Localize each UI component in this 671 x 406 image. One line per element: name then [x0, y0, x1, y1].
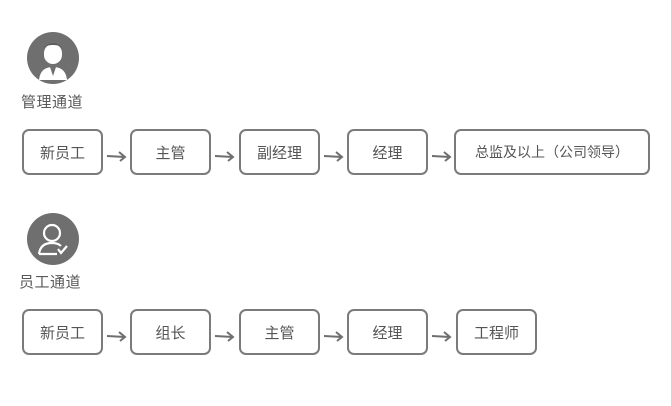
step-supervisor: 主管 — [130, 129, 211, 175]
step-engineer: 工程师 — [456, 309, 537, 355]
step-team-leader: 组长 — [130, 309, 211, 355]
arrow-right-icon — [323, 151, 344, 162]
step-new-employee: 新员工 — [22, 129, 103, 175]
arrow-right-icon — [214, 331, 235, 342]
step-deputy-manager: 副经理 — [239, 129, 320, 175]
step-director-and-above: 总监及以上（公司领导） — [454, 129, 650, 175]
employee-avatar-icon — [27, 213, 79, 265]
arrow-right-icon — [106, 151, 127, 162]
step-supervisor: 主管 — [239, 309, 320, 355]
arrow-right-icon — [431, 331, 452, 342]
step-new-employee: 新员工 — [22, 309, 103, 355]
arrow-right-icon — [323, 331, 344, 342]
arrow-right-icon — [214, 151, 235, 162]
manager-avatar-icon — [27, 32, 79, 84]
arrow-right-icon — [431, 151, 452, 162]
step-manager: 经理 — [347, 129, 428, 175]
arrow-right-icon — [106, 331, 127, 342]
track-title-manager: 管理通道 — [21, 93, 84, 111]
track-title-employee: 员工通道 — [19, 273, 82, 291]
step-manager: 经理 — [347, 309, 428, 355]
